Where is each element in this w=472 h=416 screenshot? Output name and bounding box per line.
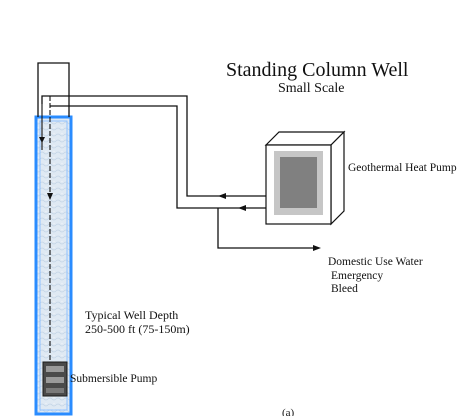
pump-band-3 [46, 388, 64, 393]
supply-flow-arrow-icon [238, 205, 246, 211]
well-inner-lining [39, 120, 68, 411]
return-pipe [50, 105, 270, 209]
well-depth-label: Typical Well Depth [85, 308, 179, 322]
emergency-label: Emergency [331, 270, 384, 282]
domestic-water-label: Domestic Use Water [328, 256, 423, 268]
well-depth-range-label: 250-500 ft (75-150m) [85, 322, 190, 336]
diagram-title: Standing Column Well [226, 59, 409, 81]
well-drop-pipe [39, 96, 53, 362]
figure-tag: (a) [282, 407, 295, 416]
heat-pump-unit [264, 130, 346, 226]
heat-pump-label: Geothermal Heat Pump [348, 162, 457, 174]
loop-pipes [41, 95, 313, 249]
return-flow-arrow-icon [218, 193, 226, 199]
diagram-subtitle: Small Scale [278, 81, 345, 96]
domestic-water-pipe [217, 208, 313, 249]
well-outlet-arrow-icon [39, 137, 45, 143]
pump-band-2 [46, 377, 64, 383]
downflow-arrow-icon [47, 193, 53, 200]
domestic-flow-arrow-icon [313, 245, 321, 251]
heat-pump-screen [280, 157, 317, 208]
submersible-pump-label: Submersible Pump [70, 373, 158, 385]
supply-pipe [41, 95, 270, 197]
pump-band-1 [46, 366, 64, 372]
heat-pump-side [330, 130, 345, 226]
bleed-label: Bleed [331, 283, 358, 295]
submersible-pump [42, 361, 68, 397]
well-casing [37, 62, 70, 117]
